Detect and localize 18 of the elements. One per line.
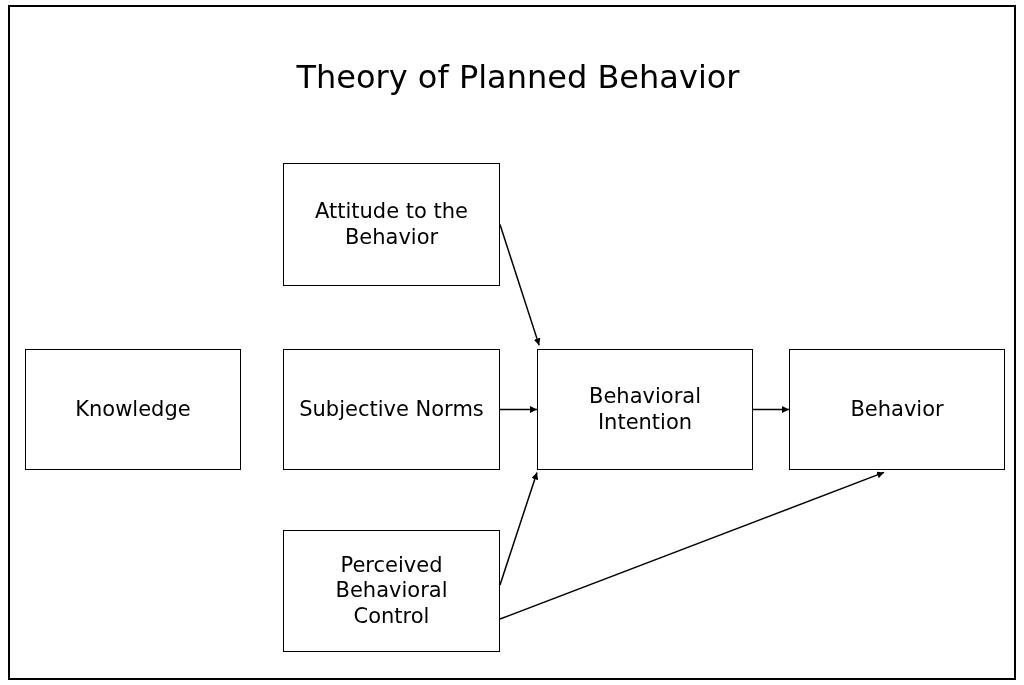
concept-box	[789, 349, 1005, 470]
concept-box	[537, 349, 753, 470]
concept-box	[283, 349, 500, 470]
box-label: Knowledge	[74, 396, 192, 423]
box-label: Behavioral Intention	[588, 384, 702, 435]
concept-box	[283, 163, 500, 286]
box-label: Perceived Behavioral Control	[334, 553, 449, 629]
arrow	[499, 406, 538, 413]
concept-box	[25, 349, 241, 470]
arrow	[499, 471, 885, 620]
concept-box	[283, 530, 500, 652]
box-label: Behavior	[849, 396, 945, 423]
box-label: Subjective Norms	[298, 396, 485, 423]
box-label: Attitude to the Behavior	[314, 199, 469, 250]
arrow	[499, 223, 541, 347]
arrow	[752, 406, 790, 413]
arrow	[499, 471, 539, 586]
diagram-title: Theory of Planned Behavior	[295, 58, 741, 96]
